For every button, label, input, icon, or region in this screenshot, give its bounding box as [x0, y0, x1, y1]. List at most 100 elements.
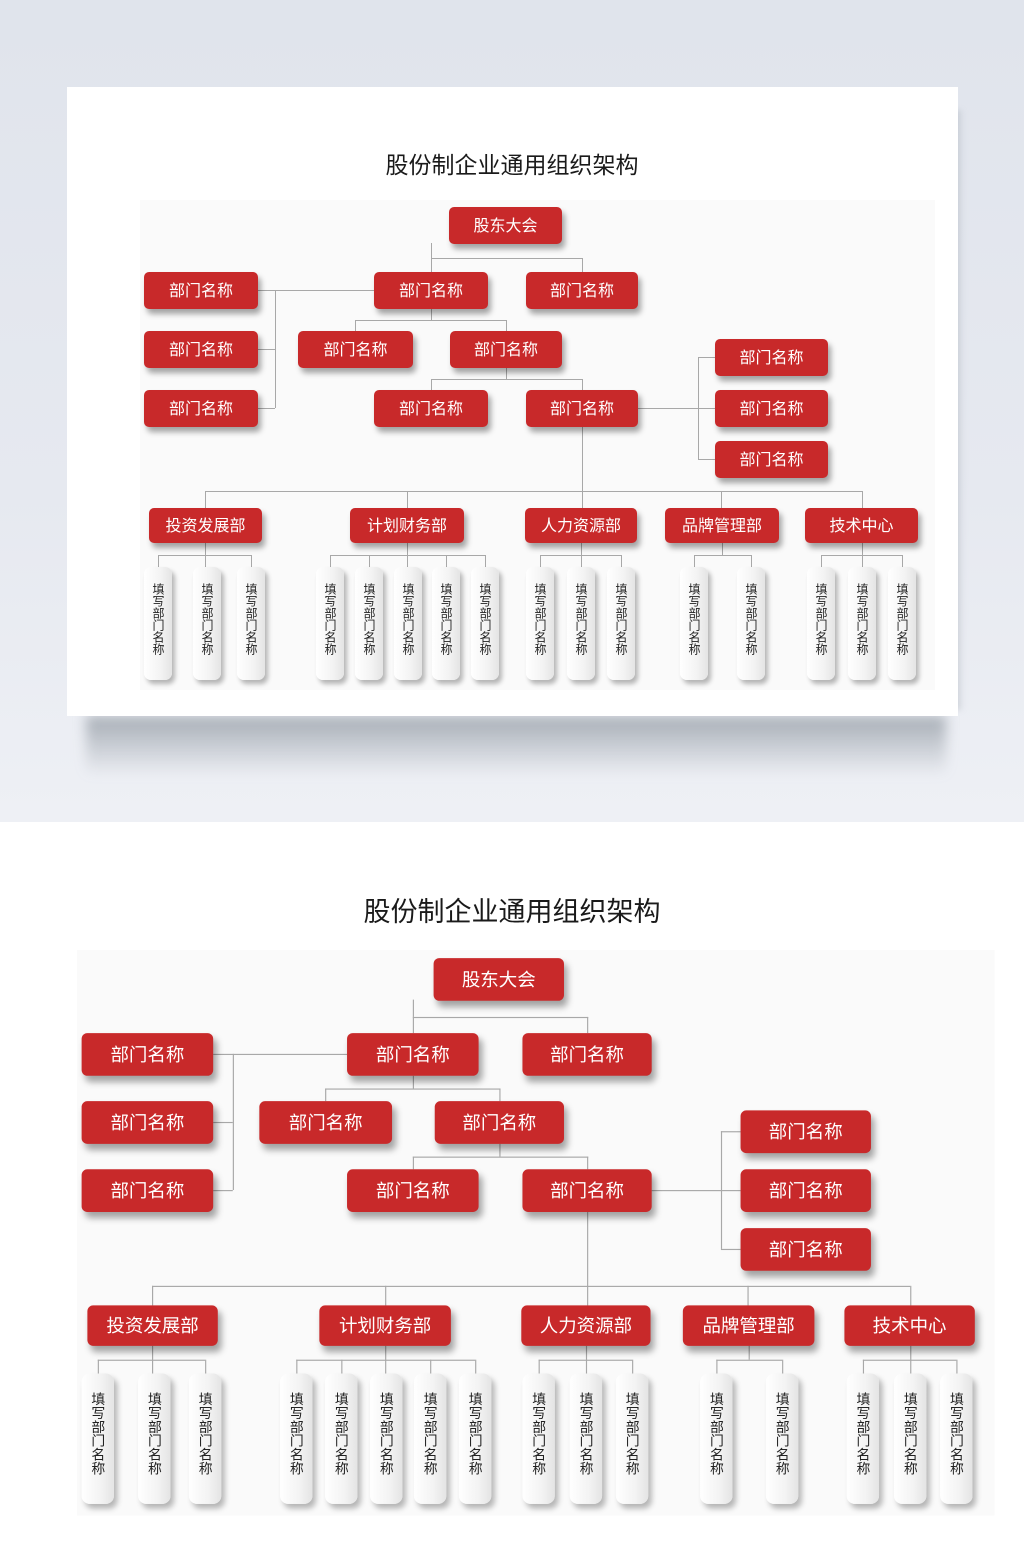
connector-line — [821, 555, 902, 556]
node-level2-right[interactable]: 部门名称 — [522, 1033, 652, 1076]
dept-technology-center[interactable]: 技术中心 — [805, 508, 918, 543]
dept-investment-development[interactable]: 投资发展部 — [149, 508, 262, 543]
connector-line — [251, 555, 252, 567]
connector-line — [205, 491, 206, 508]
sub-unit[interactable]: 填写部门名称 — [848, 567, 876, 680]
connector-line — [587, 1016, 589, 1034]
sub-unit[interactable]: 填写部门名称 — [615, 1373, 649, 1504]
connector-line — [821, 555, 822, 567]
connector-line — [296, 1359, 298, 1374]
sub-unit[interactable]: 填写部门名称 — [569, 1373, 603, 1504]
dept-technology-center[interactable]: 技术中心 — [844, 1305, 975, 1346]
sub-unit[interactable]: 填写部门名称 — [325, 1373, 358, 1504]
node-level3-left[interactable]: 部门名称 — [298, 331, 413, 368]
sub-unit[interactable]: 填写部门名称 — [700, 1373, 733, 1504]
dept-investment-development[interactable]: 投资发展部 — [87, 1305, 218, 1346]
node-level3-right[interactable]: 部门名称 — [450, 331, 562, 368]
connector-line — [275, 290, 276, 408]
node-level2-center[interactable]: 部门名称 — [374, 272, 488, 309]
connector-line — [258, 408, 275, 409]
dept-planning-finance[interactable]: 计划财务部 — [350, 508, 464, 543]
sub-unit[interactable]: 填写部门名称 — [765, 1373, 799, 1504]
connector-line — [341, 1359, 343, 1374]
node-right-column-2[interactable]: 部门名称 — [740, 1169, 871, 1212]
connector-line — [97, 1359, 99, 1374]
connector-line — [716, 1359, 783, 1361]
node-right-column-1[interactable]: 部门名称 — [715, 339, 828, 376]
sub-unit[interactable]: 填写部门名称 — [138, 1373, 171, 1504]
node-left-column-2[interactable]: 部门名称 — [81, 1101, 214, 1144]
connector-line — [158, 555, 159, 567]
node-level2-center[interactable]: 部门名称 — [347, 1033, 479, 1076]
connector-line — [213, 1053, 348, 1056]
node-left-column-1[interactable]: 部门名称 — [144, 272, 258, 309]
dept-planning-finance[interactable]: 计划财务部 — [319, 1305, 451, 1346]
connector-line — [412, 1016, 589, 1019]
node-shareholders-meeting[interactable]: 股东大会 — [449, 207, 562, 244]
sub-unit[interactable]: 填写部门名称 — [370, 1373, 403, 1504]
node-level4-right[interactable]: 部门名称 — [522, 1169, 652, 1212]
connector-line — [258, 349, 275, 350]
sub-unit[interactable]: 填写部门名称 — [567, 567, 595, 680]
node-right-column-3[interactable]: 部门名称 — [740, 1228, 871, 1271]
dept-human-resources[interactable]: 人力资源部 — [521, 1305, 651, 1346]
page-title: 股份制企业通用组织架构 — [385, 153, 639, 179]
sub-unit[interactable]: 填写部门名称 — [237, 567, 265, 680]
sub-unit[interactable]: 填写部门名称 — [413, 1373, 447, 1504]
sub-unit[interactable]: 填写部门名称 — [316, 567, 344, 680]
sub-unit[interactable]: 填写部门名称 — [737, 567, 765, 680]
sub-unit[interactable]: 填写部门名称 — [807, 567, 835, 680]
connector-line — [748, 1345, 750, 1360]
sub-unit[interactable]: 填写部门名称 — [81, 1373, 114, 1504]
sub-unit[interactable]: 填写部门名称 — [888, 567, 916, 680]
node-level2-right[interactable]: 部门名称 — [526, 272, 638, 309]
connector-line — [540, 555, 621, 556]
connector-line — [540, 555, 541, 567]
connector-line — [698, 357, 699, 459]
sub-unit[interactable]: 填写部门名称 — [522, 1373, 555, 1504]
sub-unit[interactable]: 填写部门名称 — [940, 1373, 973, 1504]
node-left-column-1[interactable]: 部门名称 — [81, 1033, 214, 1076]
connector-line — [475, 1359, 477, 1374]
node-right-column-1[interactable]: 部门名称 — [740, 1110, 871, 1154]
connector-line — [582, 258, 583, 272]
connector-line — [698, 459, 715, 460]
sub-unit[interactable]: 填写部门名称 — [280, 1373, 313, 1504]
sub-unit[interactable]: 填写部门名称 — [458, 1373, 492, 1504]
dept-brand-management[interactable]: 品牌管理部 — [665, 508, 779, 543]
sub-unit[interactable]: 填写部门名称 — [894, 1373, 927, 1504]
sub-unit[interactable]: 填写部门名称 — [846, 1373, 880, 1504]
sub-unit[interactable]: 填写部门名称 — [680, 567, 708, 680]
connector-line — [205, 491, 862, 492]
sub-unit[interactable]: 填写部门名称 — [607, 567, 635, 680]
card-shadow — [86, 716, 946, 776]
connector-line — [621, 555, 622, 567]
node-level4-left[interactable]: 部门名称 — [347, 1169, 479, 1212]
sub-unit[interactable]: 填写部门名称 — [526, 567, 554, 680]
connector-line — [721, 491, 722, 508]
dept-human-resources[interactable]: 人力资源部 — [525, 508, 637, 543]
sub-unit[interactable]: 填写部门名称 — [355, 567, 383, 680]
sub-unit[interactable]: 填写部门名称 — [432, 567, 460, 680]
connector-line — [412, 999, 414, 1017]
connector-line — [431, 379, 432, 390]
connector-line — [720, 1131, 723, 1249]
node-left-column-2[interactable]: 部门名称 — [144, 331, 258, 368]
node-level4-right[interactable]: 部门名称 — [526, 390, 638, 427]
connector-line — [412, 1016, 414, 1034]
node-left-column-3[interactable]: 部门名称 — [81, 1169, 214, 1212]
node-left-column-3[interactable]: 部门名称 — [144, 390, 258, 427]
sub-unit[interactable]: 填写部门名称 — [193, 567, 221, 680]
node-right-column-3[interactable]: 部门名称 — [715, 441, 828, 478]
sub-unit[interactable]: 填写部门名称 — [188, 1373, 222, 1504]
node-shareholders-meeting[interactable]: 股东大会 — [433, 958, 564, 1001]
sub-unit[interactable]: 填写部门名称 — [144, 567, 172, 680]
connector-line — [152, 1285, 154, 1306]
node-level4-left[interactable]: 部门名称 — [374, 390, 488, 427]
sub-unit[interactable]: 填写部门名称 — [394, 567, 422, 680]
node-level3-left[interactable]: 部门名称 — [259, 1101, 393, 1144]
sub-unit[interactable]: 填写部门名称 — [471, 567, 499, 680]
node-level3-right[interactable]: 部门名称 — [434, 1101, 564, 1144]
dept-brand-management[interactable]: 品牌管理部 — [682, 1305, 815, 1346]
node-right-column-2[interactable]: 部门名称 — [715, 390, 828, 427]
